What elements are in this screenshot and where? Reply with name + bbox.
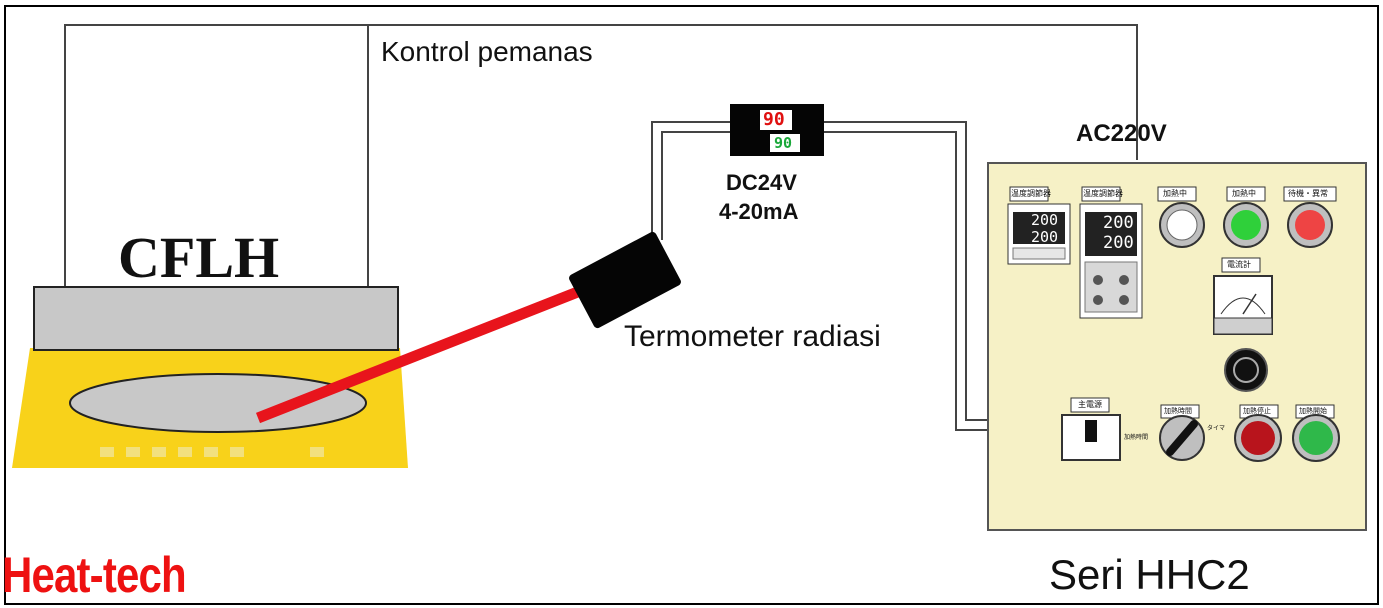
meter-green-window bbox=[770, 134, 800, 152]
start-button-label: 加熱開始 bbox=[1299, 408, 1327, 415]
signal-wires bbox=[651, 121, 988, 431]
meter-green-readout: 90 bbox=[774, 134, 793, 152]
controller2-label: 温度調節器 bbox=[1083, 189, 1123, 198]
control-panel bbox=[987, 162, 1367, 531]
signal-current-label: 4-20mA bbox=[719, 199, 799, 224]
main-power-label: 主電源 bbox=[1078, 400, 1102, 409]
thermometer-label: Termometer radiasi bbox=[624, 320, 881, 353]
controller1-label: 温度調節器 bbox=[1011, 189, 1051, 198]
selector-left-label: 加熱時間 bbox=[1124, 435, 1149, 441]
outer-frame bbox=[4, 5, 1379, 605]
controller1-sv-display: 200 bbox=[1031, 228, 1059, 246]
signal-voltage-label: DC24V bbox=[726, 170, 797, 195]
selector-label: 加熱時間 bbox=[1164, 408, 1192, 415]
selector-right-label: タイマ bbox=[1207, 426, 1226, 432]
ammeter bbox=[1213, 275, 1273, 335]
lamp2-label: 加熱中 bbox=[1232, 189, 1256, 198]
heater-control-wire bbox=[64, 24, 1138, 287]
controller-series-label: Seri HHC2 bbox=[1049, 551, 1250, 598]
lamp1-label: 加熱中 bbox=[1163, 189, 1187, 198]
lamp3-label: 待機・異常 bbox=[1288, 189, 1328, 198]
power-supply-label: AC220V bbox=[1076, 120, 1167, 147]
heater-body bbox=[33, 286, 399, 351]
meter-red-window bbox=[760, 110, 792, 130]
stop-button-label: 加熱停止 bbox=[1243, 408, 1271, 415]
laser-beam bbox=[255, 278, 601, 424]
meter-red-readout: 90 bbox=[763, 109, 785, 130]
heater-control-label: Kontrol pemanas bbox=[381, 36, 593, 67]
radiation-thermometer bbox=[569, 231, 681, 329]
controller2-pv-display: 200 bbox=[1103, 213, 1134, 233]
heating-spot bbox=[69, 373, 367, 433]
ammeter-label: 電流計 bbox=[1227, 260, 1251, 269]
controller2-sv-display: 200 bbox=[1103, 233, 1134, 253]
heater-base-marking bbox=[100, 447, 324, 457]
cflh-heater bbox=[12, 286, 408, 468]
brand-logo: Heat-tech bbox=[2, 547, 187, 603]
heater-name-label: CFLH bbox=[118, 225, 280, 290]
controller1-pv-display: 200 bbox=[1031, 211, 1059, 229]
